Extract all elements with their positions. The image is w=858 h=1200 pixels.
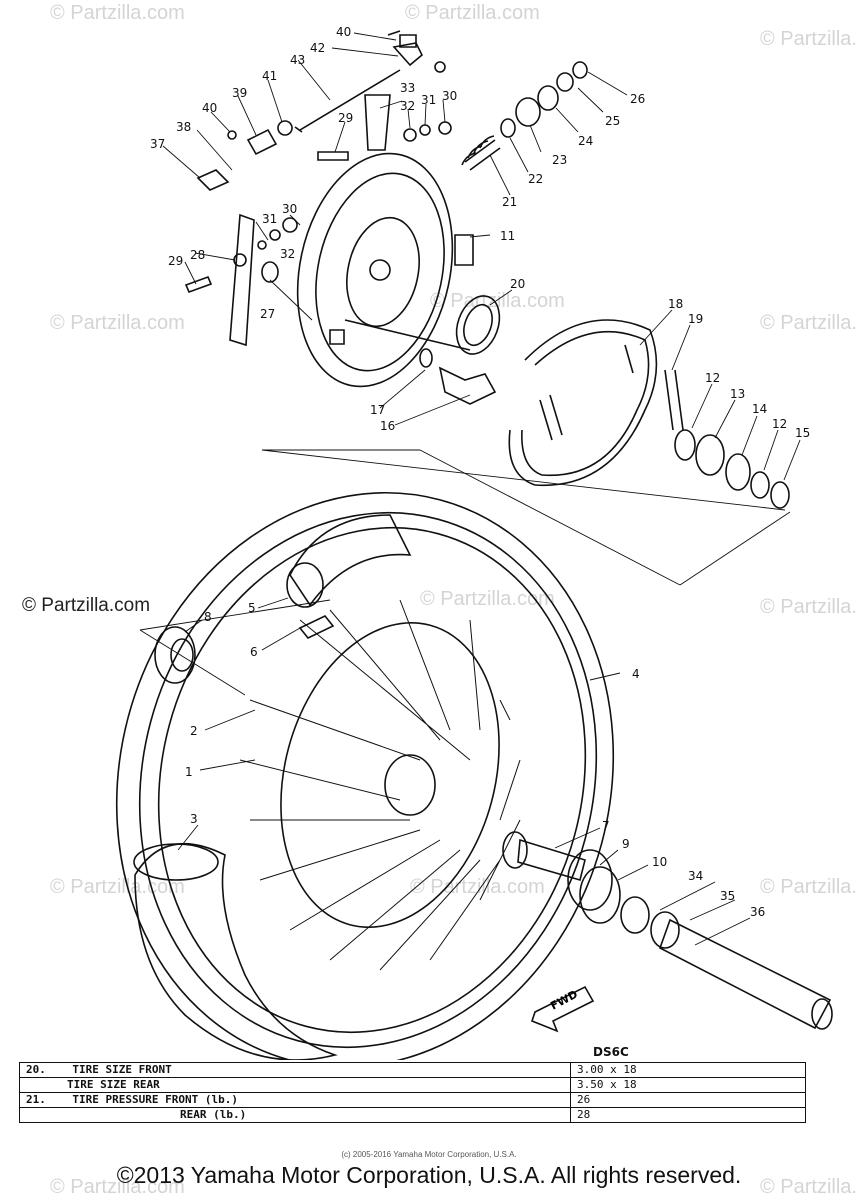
callout-16: 16 bbox=[380, 419, 395, 433]
watermark: © Partzilla.com bbox=[760, 28, 858, 50]
callout-19: 19 bbox=[688, 312, 703, 326]
callout-39: 39 bbox=[232, 86, 247, 100]
spec-table: 20. TIRE SIZE FRONT 3.00 x 18 TIRE SIZE … bbox=[19, 1062, 806, 1123]
callout-8: 8 bbox=[204, 610, 212, 624]
callout-32: 32 bbox=[280, 247, 295, 261]
callout-40: 40 bbox=[202, 101, 217, 115]
callout-25: 25 bbox=[605, 114, 620, 128]
callout-22: 22 bbox=[528, 172, 543, 186]
callout-9: 9 bbox=[622, 837, 630, 851]
watermark: © Partzilla.com bbox=[50, 312, 185, 334]
callout-28: 28 bbox=[190, 248, 205, 262]
callout-29: 29 bbox=[338, 111, 353, 125]
callout-5: 5 bbox=[248, 601, 256, 615]
table-row: 20. TIRE SIZE FRONT 3.00 x 18 bbox=[19, 1062, 806, 1078]
callout-31: 31 bbox=[262, 212, 277, 226]
callout-30: 30 bbox=[442, 89, 457, 103]
callout-38: 38 bbox=[176, 120, 191, 134]
watermark: © Partzilla.com bbox=[50, 876, 185, 898]
callout-42: 42 bbox=[310, 41, 325, 55]
watermark: © Partzilla.com bbox=[760, 312, 858, 334]
watermark: © Partzilla.com bbox=[420, 588, 555, 610]
callout-11: 11 bbox=[500, 229, 515, 243]
model-header: DS6C bbox=[593, 1045, 629, 1059]
watermark: © Partzilla.com bbox=[50, 2, 185, 24]
spec-label: 21. TIRE PRESSURE FRONT (lb.) bbox=[19, 1092, 571, 1108]
table-row: 21. TIRE PRESSURE FRONT (lb.) 26 bbox=[19, 1092, 806, 1108]
callout-36: 36 bbox=[750, 905, 765, 919]
callout-35: 35 bbox=[720, 889, 735, 903]
spec-label: TIRE SIZE REAR bbox=[19, 1077, 571, 1093]
watermark: © Partzilla.com bbox=[760, 1176, 858, 1198]
copyright-notice: ©2013 Yamaha Motor Corporation, U.S.A. A… bbox=[116, 1162, 742, 1188]
callout-26: 26 bbox=[630, 92, 645, 106]
watermark: © Partzilla.com bbox=[410, 876, 545, 898]
callout-23: 23 bbox=[552, 153, 567, 167]
callout-3: 3 bbox=[190, 812, 198, 826]
callout-6: 6 bbox=[250, 645, 258, 659]
callout-37: 37 bbox=[150, 137, 165, 151]
callout-12: 12 bbox=[772, 417, 787, 431]
callout-15: 15 bbox=[795, 426, 810, 440]
callout-31: 31 bbox=[421, 93, 436, 107]
callout-2: 2 bbox=[190, 724, 198, 738]
callout-29: 29 bbox=[168, 254, 183, 268]
watermark: © Partzilla.com bbox=[405, 2, 540, 24]
callout-12: 12 bbox=[705, 371, 720, 385]
callout-24: 24 bbox=[578, 134, 593, 148]
callout-30: 30 bbox=[282, 202, 297, 216]
watermark: © Partzilla.com bbox=[760, 876, 858, 898]
callout-41: 41 bbox=[262, 69, 277, 83]
callout-10: 10 bbox=[652, 855, 667, 869]
callout-4: 4 bbox=[632, 667, 640, 681]
spec-value: 28 bbox=[570, 1107, 806, 1123]
callout-32: 32 bbox=[400, 99, 415, 113]
callout-34: 34 bbox=[688, 869, 703, 883]
fwd-label: FWD bbox=[548, 988, 580, 1013]
spec-value: 3.50 x 18 bbox=[570, 1077, 806, 1093]
exploded-parts-diagram: 1 2 3 4 5 6 7 8 9 10 11 12 12 13 14 15 1… bbox=[115, 25, 833, 1060]
callout-21: 21 bbox=[502, 195, 517, 209]
watermark: © Partzilla.com bbox=[22, 595, 151, 616]
callout-27: 27 bbox=[260, 307, 275, 321]
callout-14: 14 bbox=[752, 402, 767, 416]
table-row: TIRE SIZE REAR 3.50 x 18 bbox=[19, 1077, 806, 1093]
callout-1: 1 bbox=[185, 765, 193, 779]
watermark: © Partzilla.com bbox=[760, 596, 858, 618]
watermark: © Partzilla.com bbox=[430, 290, 565, 312]
table-row: REAR (lb.) 28 bbox=[19, 1107, 806, 1123]
spec-value: 3.00 x 18 bbox=[570, 1062, 806, 1078]
callout-7: 7 bbox=[602, 819, 610, 833]
callout-13: 13 bbox=[730, 387, 745, 401]
spec-value: 26 bbox=[570, 1092, 806, 1108]
callout-17: 17 bbox=[370, 403, 385, 417]
watermark: © Partzilla.com bbox=[50, 1176, 185, 1198]
spec-label: 20. TIRE SIZE FRONT bbox=[19, 1062, 571, 1078]
spec-label: REAR (lb.) bbox=[19, 1107, 571, 1123]
callout-20: 20 bbox=[510, 277, 525, 291]
callout-18: 18 bbox=[668, 297, 683, 311]
callout-40: 40 bbox=[336, 25, 351, 39]
source-line: (c) 2005-2016 Yamaha Motor Corporation, … bbox=[341, 1150, 517, 1159]
callout-33: 33 bbox=[400, 81, 415, 95]
callout-43: 43 bbox=[290, 53, 305, 67]
